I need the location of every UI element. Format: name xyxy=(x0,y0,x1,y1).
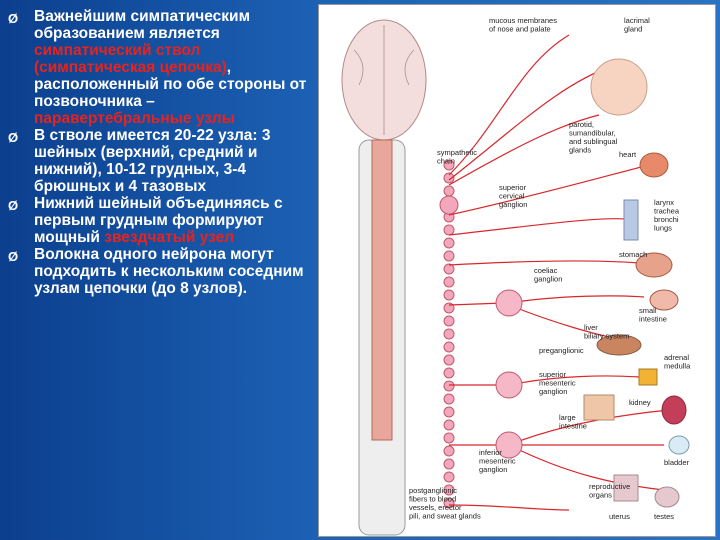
arrow-bullet-icon: Ø xyxy=(8,10,18,27)
chain-ganglion xyxy=(444,342,454,352)
superior-mesenteric-ganglion xyxy=(496,372,522,398)
testes-organ xyxy=(655,487,679,507)
chain-ganglion xyxy=(444,433,454,443)
arrow-bullet-icon: Ø xyxy=(8,197,18,214)
chain-ganglion xyxy=(444,316,454,326)
label-testes: testes xyxy=(654,512,674,521)
label-heart: heart xyxy=(619,150,637,159)
highlight-text: симпатический ствол (симпатическая цепоч… xyxy=(34,42,227,76)
chain-ganglion xyxy=(444,446,454,456)
arrow-bullet-icon: Ø xyxy=(8,129,18,146)
spinal-cord xyxy=(372,140,392,440)
highlight-text: звездчатый узел xyxy=(104,229,234,246)
bullet-text: В стволе имеется 20-22 узла: 3 шейных (в… xyxy=(34,127,271,195)
chain-ganglion xyxy=(444,407,454,417)
chain-ganglion xyxy=(444,394,454,404)
chain-ganglion xyxy=(444,251,454,261)
coeliac-ganglion xyxy=(496,290,522,316)
bladder-organ xyxy=(669,436,689,454)
label-stomach: stomach xyxy=(619,250,647,259)
large-intestine-organ xyxy=(584,395,614,420)
bullet-item: Ø Волокна одного нейрона могут подходить… xyxy=(8,246,308,297)
label-preganglionic: preganglionic xyxy=(539,346,584,355)
label-bladder: bladder xyxy=(664,458,690,467)
label-kidney: kidney xyxy=(629,398,651,407)
chain-ganglion xyxy=(444,238,454,248)
bullet-item: Ø Нижний шейный объединяясь с первым гру… xyxy=(8,195,308,246)
superior-cervical-ganglion xyxy=(440,196,458,214)
trachea-organ xyxy=(624,200,638,240)
arrow-bullet-icon: Ø xyxy=(8,248,18,265)
kidney-organ xyxy=(662,396,686,424)
chain-ganglion xyxy=(444,420,454,430)
chain-ganglion xyxy=(444,472,454,482)
bullet-list: Ø Важнейшим симпатическим образованием я… xyxy=(8,8,308,297)
chain-ganglion xyxy=(444,225,454,235)
bullet-text: Волокна одного нейрона могут подходить к… xyxy=(34,246,304,297)
chain-ganglion xyxy=(444,186,454,196)
chain-ganglion xyxy=(444,381,454,391)
chain-ganglion xyxy=(444,355,454,365)
heart-organ xyxy=(640,153,668,177)
bullet-text: Важнейшим симпатическим образованием явл… xyxy=(34,8,250,42)
adrenal-organ xyxy=(639,369,657,385)
bullet-item: Ø В стволе имеется 20-22 узла: 3 шейных … xyxy=(8,127,308,195)
label-uterus: uterus xyxy=(609,512,630,521)
chain-ganglion xyxy=(444,459,454,469)
bullet-item: Ø Важнейшим симпатическим образованием я… xyxy=(8,8,308,127)
highlight-text: паравертебральные узлы xyxy=(34,110,235,127)
chain-ganglion xyxy=(444,277,454,287)
chain-ganglion xyxy=(444,264,454,274)
head-organ xyxy=(591,59,647,115)
chain-ganglion xyxy=(444,290,454,300)
chain-ganglion xyxy=(444,329,454,339)
chain-ganglion xyxy=(444,368,454,378)
